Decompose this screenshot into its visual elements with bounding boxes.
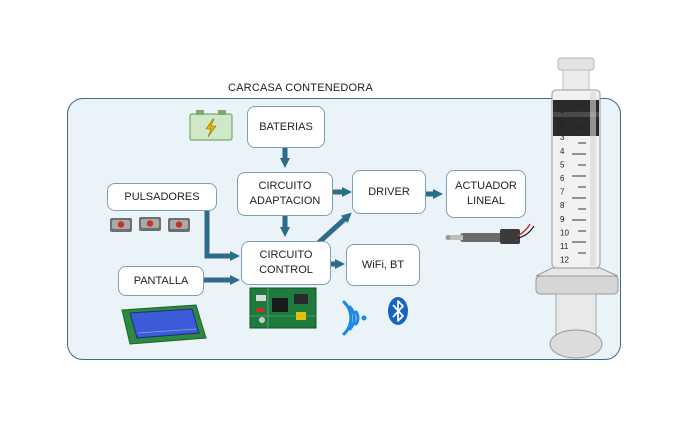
node-pantalla-label: PANTALLA [133, 274, 189, 287]
syringe-scale-label: 12 [560, 256, 569, 265]
push-buttons-icon [110, 217, 190, 232]
syringe-scale-label: 5 [560, 160, 565, 169]
node-pulsadores: PULSADORES [107, 183, 217, 211]
enclosure-label: CARCASA CONTENEDORA [228, 82, 373, 94]
node-actuador-lineal: ACTUADOR LINEAL [446, 170, 526, 218]
node-circuito-control: CIRCUITO CONTROL [241, 241, 331, 285]
node-control-line1: CIRCUITO [259, 249, 313, 262]
node-pantalla: PANTALLA [118, 266, 204, 296]
syringe-scale-label: 7 [560, 188, 565, 197]
node-control-line2: CONTROL [259, 264, 313, 276]
syringe-scale-label: 8 [560, 201, 565, 210]
syringe-scale-label: 6 [560, 174, 565, 183]
node-adaptacion-line2: ADAPTACION [249, 195, 321, 207]
syringe-scale-label: 3 [560, 133, 565, 142]
node-driver: DRIVER [352, 170, 426, 214]
node-wifi-bt-label: WiFi, BT [361, 258, 405, 271]
lcd-screen-icon [121, 304, 207, 345]
arrow-pulsadores-control [204, 207, 240, 261]
node-baterias-label: BATERIAS [259, 120, 313, 133]
wifi-signal-icon [342, 300, 367, 336]
node-pulsadores-label: PULSADORES [124, 190, 200, 203]
syringe-scale-label: 4 [560, 147, 565, 156]
syringe-scale-label: 10 [560, 228, 569, 237]
node-driver-label: DRIVER [368, 185, 410, 198]
node-circuito-adaptacion: CIRCUITO ADAPTACION [237, 172, 333, 216]
node-actuador-line1: ACTUADOR [455, 180, 517, 193]
arrow-control-driver [314, 212, 352, 247]
pcb-icon [249, 287, 317, 329]
node-adaptacion-line1: CIRCUITO [258, 180, 312, 193]
syringe-scale-label: 11 [560, 242, 569, 251]
syringe-scale-label: 1 [560, 106, 565, 115]
linear-actuator-icon [445, 223, 535, 244]
syringe-scale-label: 9 [560, 215, 565, 224]
node-wifi-bt: WiFi, BT [346, 244, 420, 286]
bluetooth-icon [388, 297, 408, 325]
node-baterias: BATERIAS [247, 106, 325, 148]
syringe-scale-label: 2 [560, 120, 565, 129]
battery-icon [189, 110, 233, 141]
node-actuador-line2: LINEAL [467, 195, 505, 207]
